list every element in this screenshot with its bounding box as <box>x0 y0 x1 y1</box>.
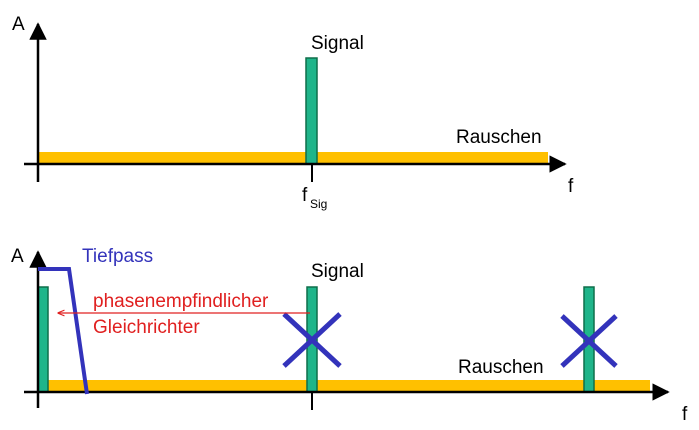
rectifier-label-line2: Gleichrichter <box>93 317 200 338</box>
bottom-panel: A f Signal Rauschen Tiefpass phasenempfi… <box>11 246 688 425</box>
lowpass-curve <box>38 267 89 395</box>
bottom-noise-label: Rauschen <box>458 357 544 378</box>
bottom-noise-band <box>45 380 650 392</box>
top-noise-band <box>38 152 548 164</box>
rectifier-label-line1: phasenempfindlicher <box>93 291 269 312</box>
top-fsig-label: f <box>302 185 308 206</box>
top-signal-bar <box>305 57 318 165</box>
bottom-x-axis-label: f <box>682 404 688 425</box>
top-panel: A f Signal Rauschen f Sig <box>12 14 574 211</box>
top-y-axis-label: A <box>12 14 25 35</box>
reject-mark-signal <box>282 312 342 368</box>
reject-mark-harmonic <box>560 314 618 368</box>
top-noise-label: Rauschen <box>456 127 542 148</box>
top-signal-label: Signal <box>311 33 364 54</box>
bottom-y-axis-label: A <box>11 246 24 267</box>
top-fsig-subscript: Sig <box>310 197 327 211</box>
lowpass-label: Tiefpass <box>82 246 153 267</box>
bottom-dc-signal-bar <box>37 286 49 393</box>
top-x-axis-label: f <box>568 176 574 197</box>
bottom-signal-label: Signal <box>311 261 364 282</box>
